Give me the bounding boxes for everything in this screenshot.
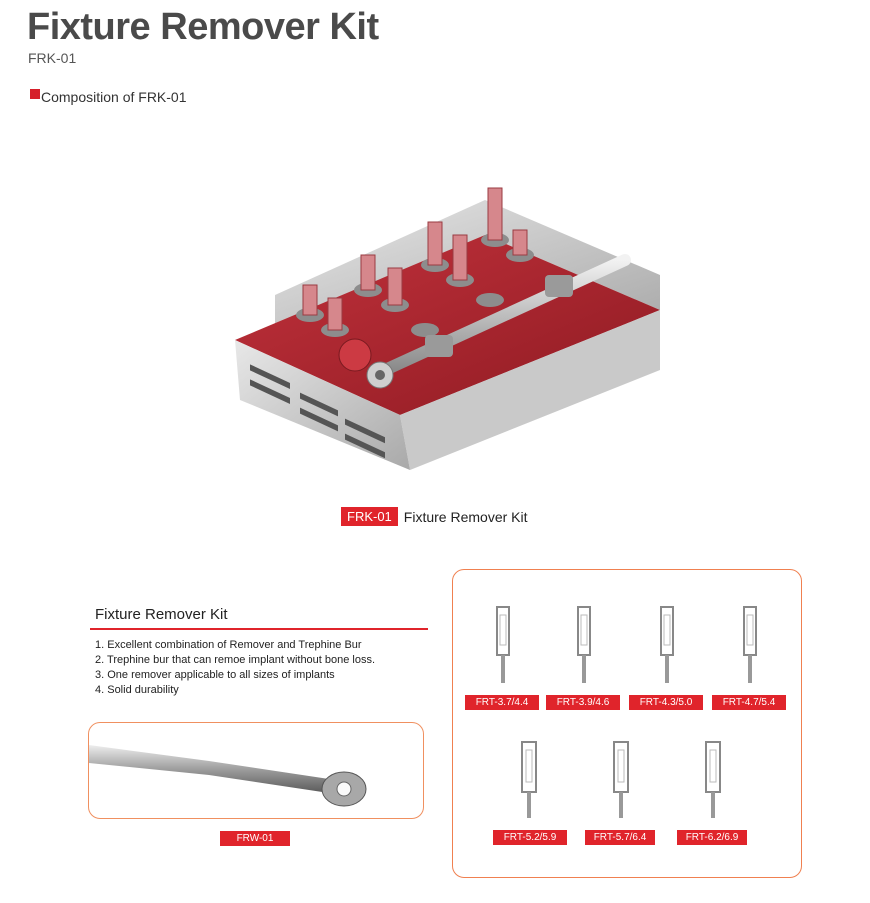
bur-item: FRT-5.7/6.4 [581,740,661,850]
bur-tag: FRT-3.9/4.6 [546,695,620,710]
bur-item: FRT-6.2/6.9 [673,740,753,850]
trephine-bur-icon [705,741,721,818]
kit-caption: FRK-01 Fixture Remover Kit [341,507,528,526]
section-heading: Composition of FRK-01 [30,89,187,105]
kit-caption-text: Fixture Remover Kit [403,508,528,525]
feature-item: 2. Trephine bur that can remoe implant w… [95,654,376,666]
bur-item: FRT-3.7/4.4 [463,605,543,715]
trephine-bur-icon [521,741,537,818]
bur-item: FRT-4.3/5.0 [627,605,707,715]
wrench-icon [89,745,367,807]
wrench-image-box [88,722,424,819]
section-heading-label: Composition of FRK-01 [41,89,187,105]
bur-tag: FRT-4.3/5.0 [629,695,703,710]
bur-tag: FRT-6.2/6.9 [677,830,747,845]
bur-tag: FRT-4.7/5.4 [712,695,786,710]
kit-tag: FRK-01 [341,507,398,526]
bur-tag: FRT-3.7/4.4 [465,695,539,710]
product-code: FRK-01 [28,50,77,66]
page-title: Fixture Remover Kit [27,6,379,48]
trephine-bur-icon [496,606,510,683]
features-list: 1. Excellent combination of Remover and … [95,638,375,698]
feature-item: 3. One remover applicable to all sizes o… [95,669,335,681]
bur-item: FRT-5.2/5.9 [489,740,569,850]
feature-item: 1. Excellent combination of Remover and … [95,639,362,651]
trephine-bur-panel: FRT-3.7/4.4 FRT-3.9/4.6 FRT-4.3/5.0 FRT-… [452,569,802,878]
red-square-icon [30,89,40,99]
wrench-tag: FRW-01 [220,831,290,846]
trephine-bur-icon [660,606,674,683]
trephine-bur-icon [577,606,591,683]
features-title: Fixture Remover Kit [95,606,228,623]
feature-item: 4. Solid durability [95,684,179,696]
kit-image [230,180,670,480]
bur-tag: FRT-5.7/6.4 [585,830,655,845]
trephine-bur-icon [743,606,757,683]
trephine-bur-icon [613,741,629,818]
bur-tag: FRT-5.2/5.9 [493,830,567,845]
bur-item: FRT-3.9/4.6 [544,605,624,715]
bur-item: FRT-4.7/5.4 [710,605,790,715]
features-divider [90,628,428,630]
